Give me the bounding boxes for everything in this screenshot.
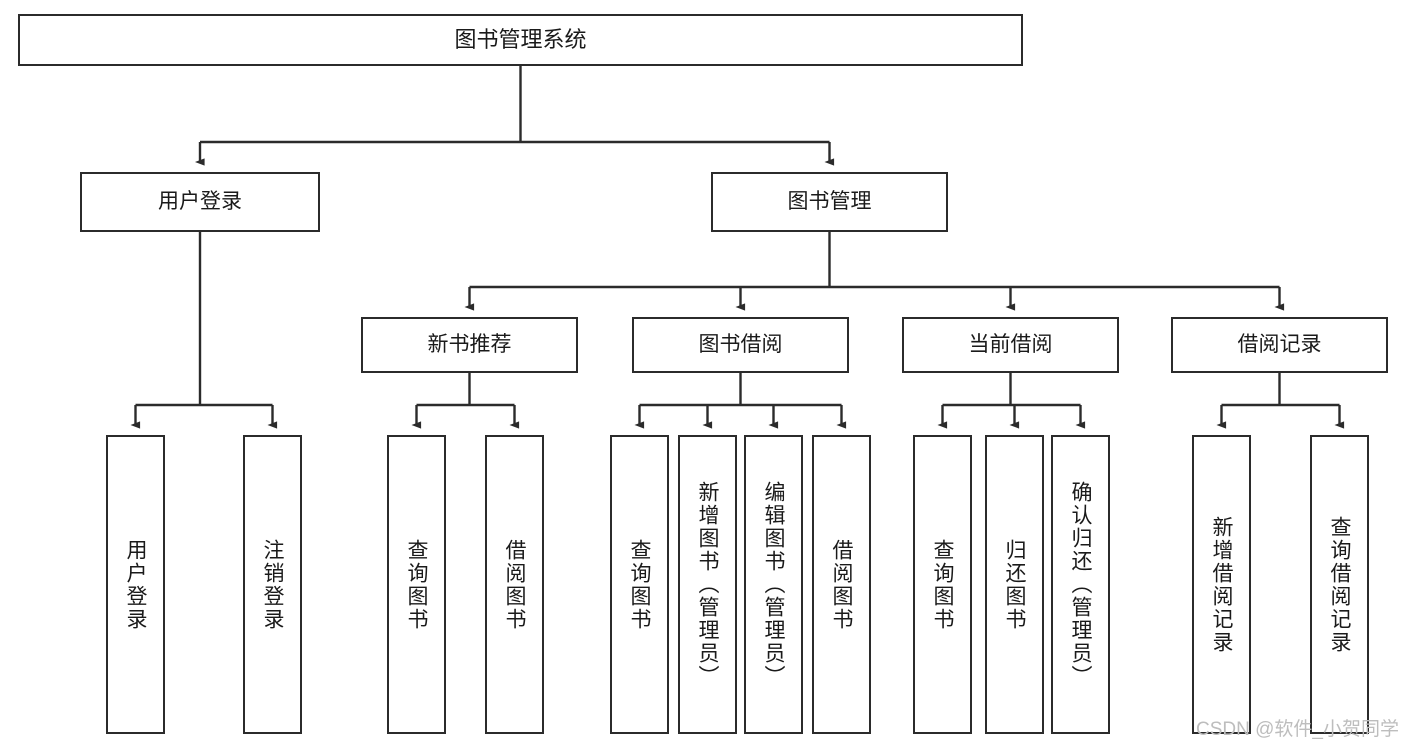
node-leaf-return-book[interactable]: 归还图书 bbox=[985, 435, 1044, 734]
node-label: 编辑图书（管理员） bbox=[762, 481, 785, 688]
node-label: 图书管理系统 bbox=[454, 27, 587, 53]
node-leaf-query-record[interactable]: 查询借阅记录 bbox=[1310, 435, 1369, 734]
node-leaf-logout[interactable]: 注销登录 bbox=[243, 435, 302, 734]
node-leaf-confirm-ret[interactable]: 确认归还（管理员） bbox=[1051, 435, 1110, 734]
node-borrow-record[interactable]: 借阅记录 bbox=[1171, 317, 1388, 373]
node-book-manage[interactable]: 图书管理 bbox=[711, 172, 948, 232]
node-current-borrow[interactable]: 当前借阅 bbox=[902, 317, 1119, 373]
node-leaf-borrow-book-2[interactable]: 借阅图书 bbox=[812, 435, 871, 734]
node-label: 确认归还（管理员） bbox=[1069, 481, 1092, 688]
node-leaf-user-login[interactable]: 用户登录 bbox=[106, 435, 165, 734]
node-label: 新增图书（管理员） bbox=[696, 481, 719, 688]
node-label: 用户登录 bbox=[158, 189, 242, 213]
node-label: 借阅图书 bbox=[830, 538, 853, 631]
node-leaf-borrow-book-1[interactable]: 借阅图书 bbox=[485, 435, 544, 734]
watermark: CSDN @软件_小贺同学 bbox=[1196, 719, 1399, 740]
node-label: 查询借阅记录 bbox=[1328, 515, 1351, 654]
node-leaf-query-book-1[interactable]: 查询图书 bbox=[387, 435, 446, 734]
node-book-borrow[interactable]: 图书借阅 bbox=[632, 317, 849, 373]
node-label: 归还图书 bbox=[1003, 538, 1026, 631]
node-label: 查询图书 bbox=[931, 538, 954, 631]
node-label: 用户登录 bbox=[124, 538, 147, 631]
node-label: 查询图书 bbox=[628, 538, 651, 631]
node-label: 新书推荐 bbox=[427, 332, 512, 356]
node-label: 借阅图书 bbox=[503, 538, 526, 631]
node-label: 借阅记录 bbox=[1237, 332, 1322, 356]
node-user-login[interactable]: 用户登录 bbox=[80, 172, 320, 232]
node-label: 当前借阅 bbox=[968, 332, 1053, 356]
node-leaf-edit-book[interactable]: 编辑图书（管理员） bbox=[744, 435, 803, 734]
node-leaf-add-book[interactable]: 新增图书（管理员） bbox=[678, 435, 737, 734]
node-new-book-rec[interactable]: 新书推荐 bbox=[361, 317, 578, 373]
node-label: 注销登录 bbox=[261, 538, 284, 631]
node-label: 查询图书 bbox=[405, 538, 428, 631]
node-root[interactable]: 图书管理系统 bbox=[18, 14, 1023, 66]
node-leaf-query-book-3[interactable]: 查询图书 bbox=[913, 435, 972, 734]
node-label: 图书管理 bbox=[787, 189, 872, 213]
node-leaf-query-book-2[interactable]: 查询图书 bbox=[610, 435, 669, 734]
node-label: 图书借阅 bbox=[698, 332, 783, 356]
node-label: 新增借阅记录 bbox=[1210, 515, 1233, 654]
node-leaf-add-record[interactable]: 新增借阅记录 bbox=[1192, 435, 1251, 734]
